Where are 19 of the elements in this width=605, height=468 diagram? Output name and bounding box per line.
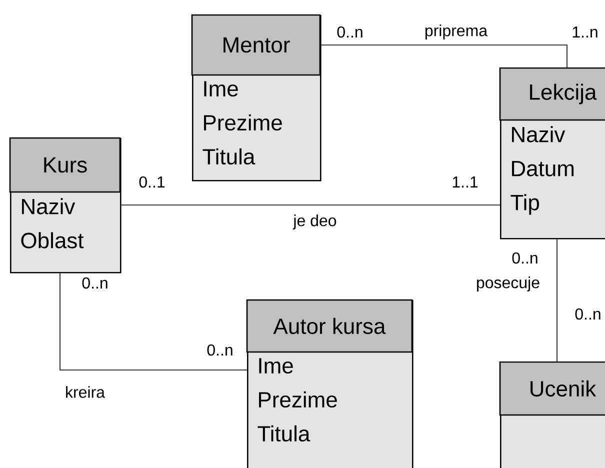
class-box: Ucenik bbox=[499, 361, 605, 468]
edge-label: je deo bbox=[292, 214, 336, 230]
connector-line bbox=[60, 272, 248, 370]
class-box: Mentor Ime Prezime Titula bbox=[191, 14, 322, 182]
class-box: Kurs Naziv Oblast bbox=[9, 137, 122, 274]
multiplicity-label: 0..n bbox=[207, 344, 232, 356]
connector-line bbox=[556, 238, 558, 362]
class-box: Lekcija Naziv Datum Tip bbox=[499, 67, 605, 240]
multiplicity-label: 1..1 bbox=[452, 176, 478, 188]
connector-line bbox=[320, 44, 568, 68]
connector-line bbox=[120, 204, 500, 206]
edge-label: priprema bbox=[425, 24, 488, 40]
edge-label: kreira bbox=[66, 386, 105, 398]
multiplicity-label: 1..n bbox=[572, 26, 598, 38]
class-box: Autor kursa Ime Prezime Titula bbox=[246, 299, 414, 468]
edge-label: posecuje bbox=[477, 276, 540, 292]
multiplicity-label: 0..n bbox=[575, 308, 600, 320]
multiplicity-label: 0..n bbox=[337, 26, 362, 38]
multiplicity-label: 0..1 bbox=[139, 176, 165, 188]
